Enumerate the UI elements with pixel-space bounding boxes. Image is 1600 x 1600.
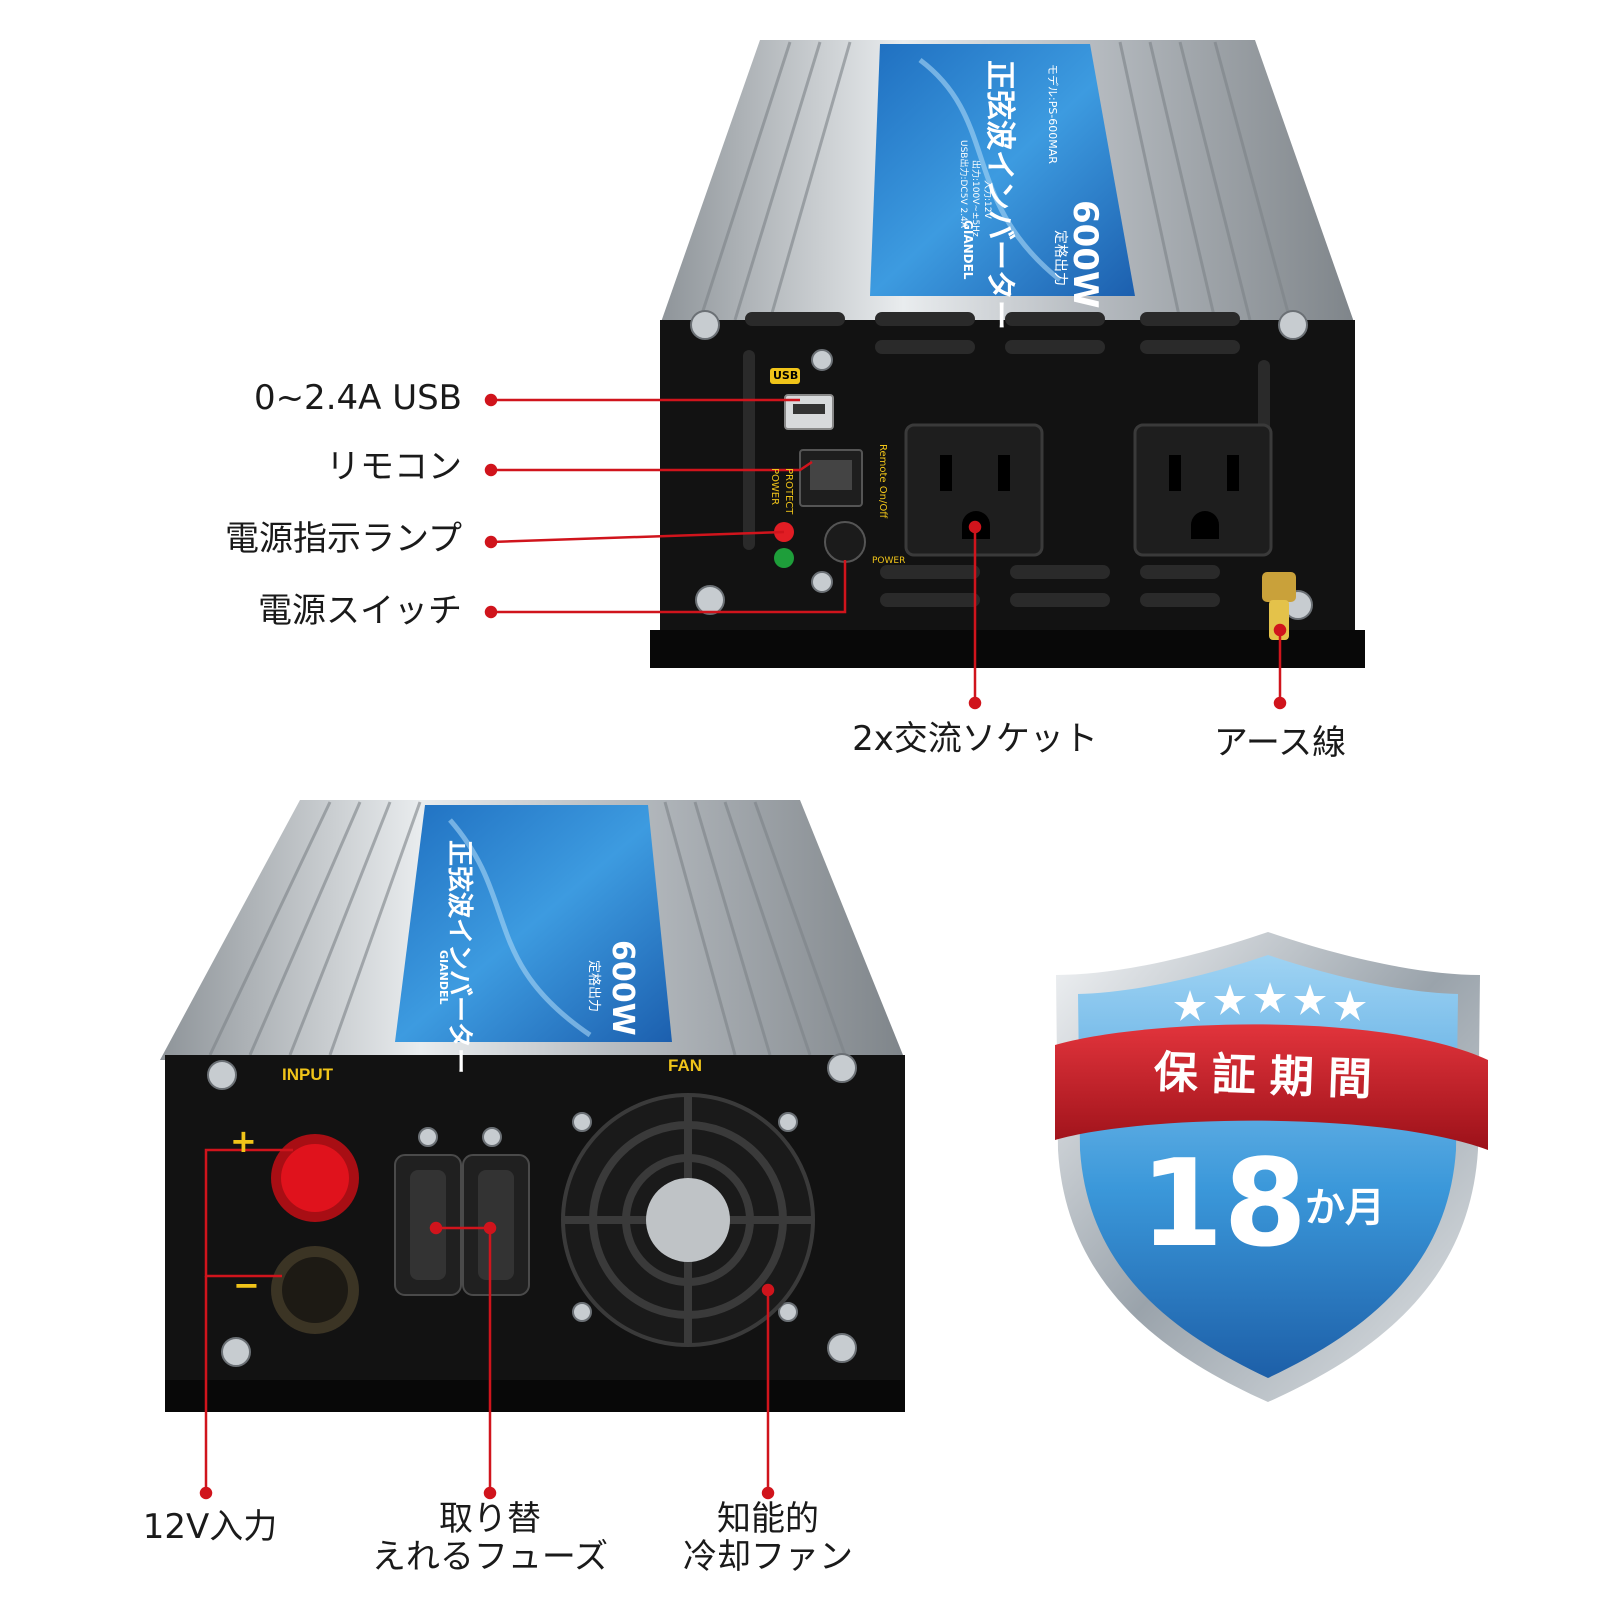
ac-socket-right: [1133, 423, 1273, 557]
callout-fan-line1: 知能的: [717, 1499, 819, 1539]
fuse-holders: [394, 1154, 530, 1296]
top-label-spec-usb: USB出力:DC5V 2.4A: [958, 140, 968, 228]
callout-ac-socket: 2x交流ソケット: [852, 719, 1098, 759]
badge-stars: [1174, 982, 1366, 1021]
top-callout-lines: [484, 393, 1287, 710]
led-protect-text: PROTECT: [783, 468, 794, 515]
plus-sign: +: [230, 1122, 257, 1160]
top-screws: [690, 310, 1313, 620]
fan-text: FAN: [668, 1056, 702, 1075]
bottom-label-brand: GIANDEL: [437, 950, 450, 1005]
callout-switch: 電源スイッチ: [258, 591, 462, 631]
top-blue-label: [870, 44, 1135, 296]
top-label-rated: 定格出力: [1052, 230, 1068, 286]
led-power-text: POWER: [769, 468, 780, 506]
power-text: POWER: [872, 556, 906, 566]
remote-text: Remote On/Off: [877, 444, 888, 519]
top-cooling-fins: [698, 41, 1292, 321]
negative-terminal: [271, 1246, 359, 1334]
callout-lamp: 電源指示ランプ: [225, 519, 462, 559]
bottom-callout-lines: [199, 1148, 775, 1500]
power-button: [824, 521, 866, 563]
power-led: [774, 548, 794, 568]
usb-tag: USB: [773, 369, 799, 382]
callout-remote: リモコン: [326, 447, 462, 487]
top-label-power: 600W: [1065, 200, 1105, 309]
warranty-badge: [1055, 932, 1488, 1402]
top-label-model: モデル:PS-600MAR: [1046, 64, 1059, 164]
positive-terminal: [271, 1134, 359, 1222]
bottom-label-power: 600W: [605, 940, 640, 1036]
bottom-label-text: 正弦波インバーター 600W 定格出力 GIANDEL: [400, 820, 660, 1074]
minus-sign: −: [233, 1266, 260, 1304]
top-label-spec-in: 入力:12V: [982, 180, 992, 219]
input-text: INPUT: [282, 1065, 333, 1084]
cooling-fan: [561, 1093, 815, 1347]
bottom-label-rated: 定格出力: [586, 960, 601, 1013]
top-inverter: [650, 40, 1365, 668]
callout-fuse-line1: 取り替: [439, 1499, 541, 1539]
badge-unit: か月: [1305, 1185, 1385, 1231]
callout-usb: 0~2.4A USB: [253, 378, 462, 418]
badge-ribbon-text: 保証期間: [1153, 1046, 1387, 1107]
badge-number: 18: [1140, 1135, 1307, 1274]
callout-earth: アース線: [1213, 723, 1347, 763]
bottom-blue-label: [395, 805, 672, 1042]
bottom-inverter: [160, 800, 905, 1412]
top-label-text: 正弦波インバーター モデル:PS-600MAR 600W 定格出力 GIANDE…: [875, 60, 1125, 330]
top-label-spec-out: 出力:100V~±5Hz: [970, 160, 980, 237]
callout-12v-input: 12V入力: [142, 1507, 278, 1547]
ribbon: [1055, 1024, 1488, 1150]
callout-fuse-line2: えれるフューズ: [371, 1537, 609, 1577]
callout-fan-line2: 冷却ファン: [683, 1537, 853, 1577]
